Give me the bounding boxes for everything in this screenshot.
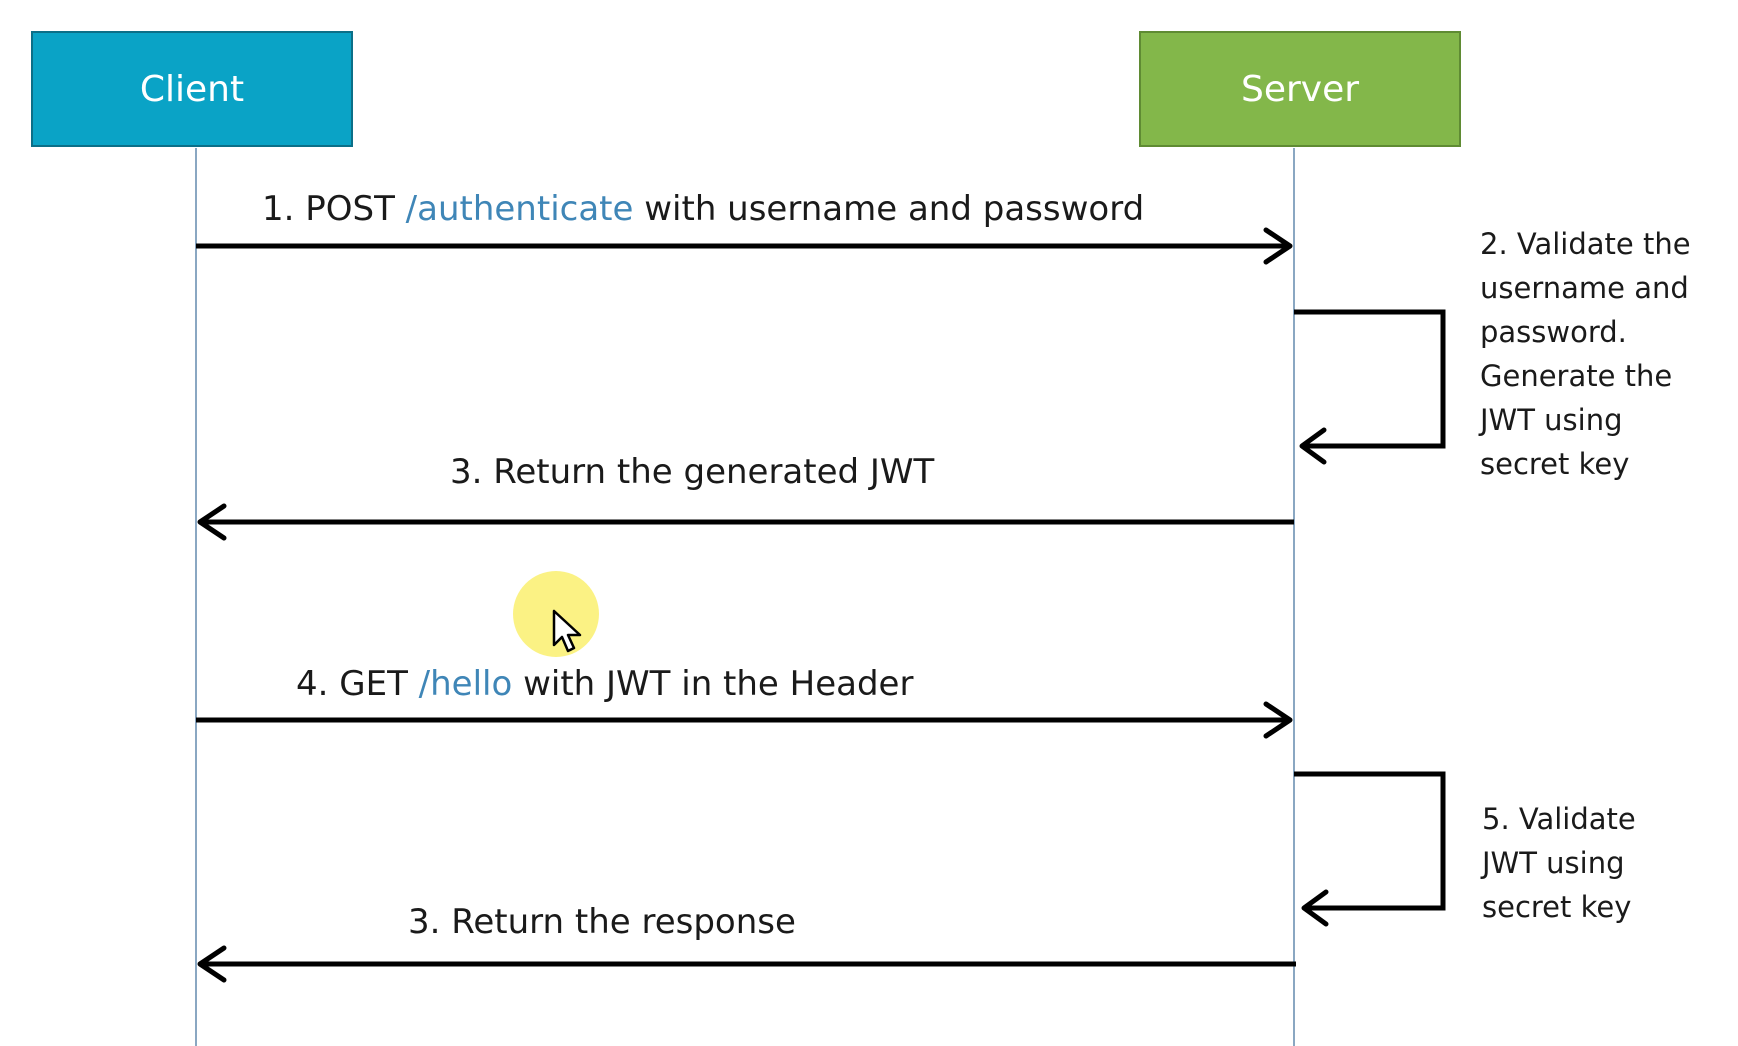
message-arrow-return-jwt	[197, 503, 1294, 541]
message-1-path: /authenticate	[405, 189, 634, 229]
note-5-line: JWT using	[1482, 846, 1625, 880]
message-label-get-hello: 4. GET /hello with JWT in the Header	[296, 667, 913, 701]
message-arrow-return-response	[197, 945, 1296, 983]
message-6-text: 3. Return the response	[408, 902, 796, 942]
note-2-line: secret key	[1480, 447, 1630, 481]
message-4-prefix: 4. GET	[296, 664, 419, 704]
message-4-suffix: with JWT in the Header	[512, 664, 914, 704]
message-3-text: 3. Return the generated JWT	[450, 452, 935, 492]
note-5-line: 5. Validate	[1482, 802, 1636, 836]
note-validate-jwt: 5. Validate JWT using secret key	[1482, 797, 1636, 929]
mouse-pointer-icon	[552, 609, 582, 653]
note-2-line: username and	[1480, 271, 1689, 305]
client-actor-box: Client	[31, 31, 353, 147]
self-arrow-validate-jwt	[1294, 771, 1446, 927]
self-arrow-validate-credentials	[1294, 309, 1446, 465]
note-2-line: Generate the	[1480, 359, 1673, 393]
note-2-line: 2. Validate the	[1480, 227, 1691, 261]
message-1-prefix: 1. POST	[262, 189, 406, 229]
server-actor-box: Server	[1139, 31, 1461, 147]
note-2-line: JWT using	[1480, 403, 1623, 437]
message-4-path: /hello	[418, 664, 513, 704]
note-validate-credentials: 2. Validate the username and password. G…	[1480, 222, 1691, 486]
client-actor-label: Client	[139, 68, 245, 110]
message-label-authenticate: 1. POST /authenticate with username and …	[262, 192, 1144, 226]
message-arrow-authenticate	[196, 227, 1293, 265]
message-label-return-jwt: 3. Return the generated JWT	[450, 455, 934, 489]
note-2-line: password.	[1480, 315, 1627, 349]
message-arrow-get-hello	[196, 701, 1293, 739]
message-1-suffix: with username and password	[633, 189, 1145, 229]
server-actor-label: Server	[1240, 68, 1360, 110]
message-label-return-response: 3. Return the response	[408, 905, 796, 939]
note-5-line: secret key	[1482, 890, 1632, 924]
